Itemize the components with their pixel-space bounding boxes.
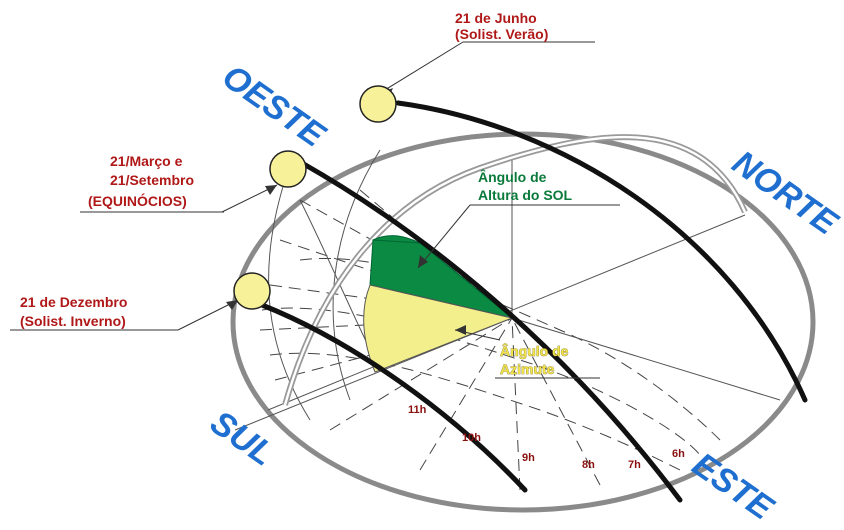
label-azimute-1: Ângulo de [500,342,569,359]
sun-paths [259,100,808,503]
label-equinox-3: (EQUINÓCIOS) [88,192,187,209]
hour-7h: 7h [628,459,641,471]
label-altura-2: Altura do SOL [478,187,573,203]
cardinal-este: ESTE [685,445,781,528]
cardinal-norte: NORTE [725,143,844,243]
label-dezembro-2: (Solist. Inverno) [20,313,126,329]
label-underlines [10,41,620,379]
hour-6h: 6h [672,448,685,460]
label-equinox-1: 21/Março e [110,153,183,169]
azimuth-angle-wedge [363,284,514,373]
label-altura-1: Ângulo de [478,168,547,185]
label-equinox-2: 21/Setembro [110,172,194,188]
hour-10h: 10h [462,432,481,444]
label-dezembro-1: 21 de Dezembro [20,294,127,310]
path-dezembro [259,302,528,493]
sun-dezembro [233,272,271,310]
sun-equinox [269,150,307,188]
label-junho-1: 21 de Junho [455,10,537,26]
hour-11h: 11h [408,404,427,416]
hour-8h: 8h [582,459,595,471]
path-junho [395,100,808,403]
hour-9h: 9h [522,452,535,464]
label-azimute-2: Azimute [500,361,555,377]
label-junho-2: (Solist. Verão) [455,26,548,42]
cardinal-oeste: OESTE [215,57,332,155]
dashed-grid [259,189,721,491]
sun-junho [359,85,397,123]
path-equinox [299,160,683,503]
